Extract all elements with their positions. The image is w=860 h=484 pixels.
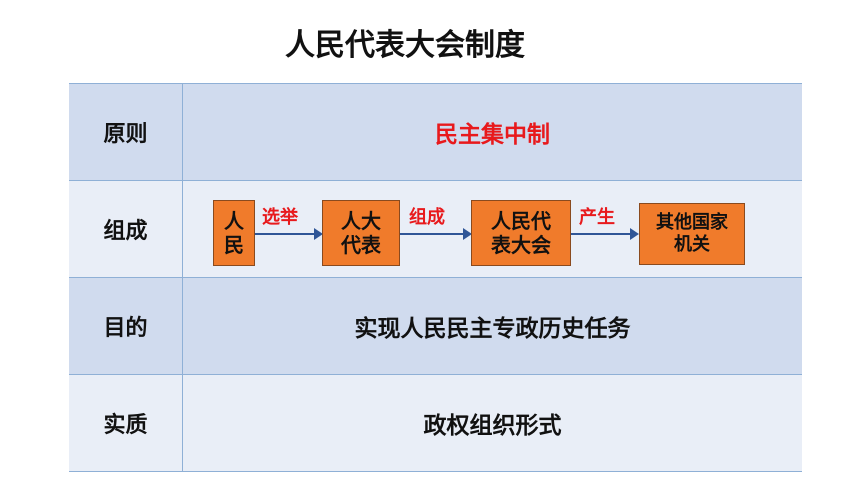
- table-row-essence: 实质 政权组织形式: [69, 375, 802, 472]
- arrow-label-elect: 选举: [262, 207, 298, 228]
- row-content: 民主集中制: [435, 122, 550, 148]
- flow-box-people: 人民: [213, 200, 255, 266]
- flow-box-deputies: 人大代表: [322, 200, 400, 266]
- arrow-right-icon: [255, 228, 323, 240]
- row-label: 实质: [69, 375, 183, 471]
- table-row-composition: 组成 人民 选举 人大代表 组成 人民代表大会 产生 其他国家: [69, 181, 802, 278]
- composition-flow: 人民 选举 人大代表 组成 人民代表大会 产生 其他国家机关: [183, 181, 803, 277]
- system-table: 原则 民主集中制 组成 人民 选举 人大代表 组成 人民代表大会 产生: [69, 83, 802, 472]
- row-content: 政权组织形式: [423, 413, 562, 439]
- flow-box-congress: 人民代表大会: [471, 200, 571, 266]
- arrow-right-icon: [400, 228, 472, 240]
- arrow-label-produce: 产生: [579, 207, 615, 228]
- arrow-label-form: 组成: [409, 207, 445, 228]
- page-title: 人民代表大会制度: [285, 28, 525, 63]
- row-label: 组成: [69, 181, 183, 277]
- row-label: 原则: [69, 84, 183, 180]
- flow-box-other-organs: 其他国家机关: [639, 203, 745, 265]
- row-content: 实现人民民主专政历史任务: [354, 316, 631, 342]
- flow-cell: 人民 选举 人大代表 组成 人民代表大会 产生 其他国家机关: [183, 181, 802, 277]
- table-row-principle: 原则 民主集中制: [69, 84, 802, 181]
- row-label: 目的: [69, 278, 183, 374]
- arrow-right-icon: [571, 228, 639, 240]
- table-row-purpose: 目的 实现人民民主专政历史任务: [69, 278, 802, 375]
